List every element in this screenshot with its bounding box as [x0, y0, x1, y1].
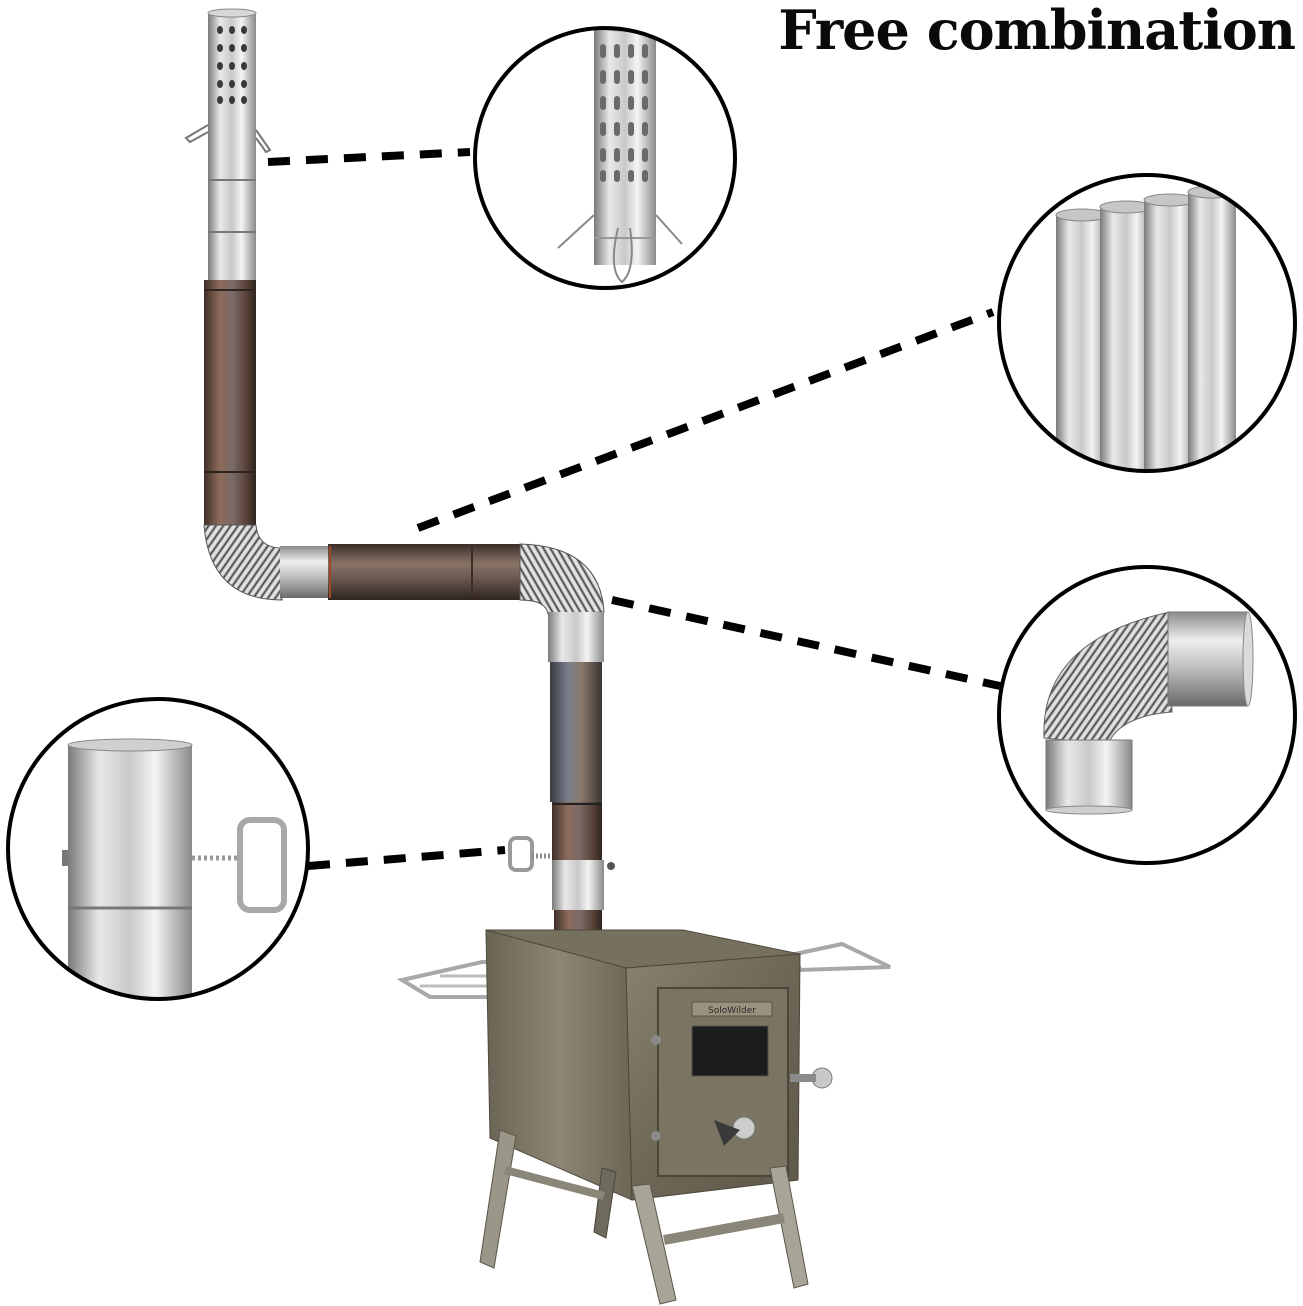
stove-window — [691, 1025, 769, 1077]
stove: SoloWilder — [396, 929, 891, 1305]
stove-door[interactable] — [657, 987, 789, 1177]
callout-circle-elbow[interactable] — [997, 565, 1297, 865]
damper-handle-detail-icon — [237, 817, 287, 913]
damper-pipe-icon — [62, 738, 287, 999]
stove-legs — [479, 1129, 809, 1305]
callout-circle-straight-pipes[interactable] — [997, 173, 1297, 477]
callout-circle-cap[interactable] — [473, 21, 737, 290]
elbow-pipe-icon — [1043, 611, 1254, 815]
spark-arrestor-cap-icon — [557, 28, 683, 284]
air-vent-knob[interactable] — [732, 1116, 756, 1140]
connector-sleeve — [280, 546, 330, 598]
free-combination-title: Free combination — [778, 0, 1296, 62]
callout-line-damper — [307, 846, 506, 870]
callout-circle-damper[interactable] — [6, 697, 310, 1020]
callout-line-elbow — [611, 596, 1001, 690]
horizontal-pipe — [328, 544, 524, 600]
vertical-pipe-lower — [550, 662, 602, 802]
elbow-upper — [203, 524, 283, 601]
straight-pipes-icon — [1055, 185, 1237, 471]
right-side-shelf — [792, 941, 891, 973]
brand-plate-text: SoloWilder — [708, 1006, 756, 1016]
chimney-cap — [184, 8, 272, 280]
lower-connector-sleeve — [548, 612, 604, 662]
vertical-pipe-upper — [204, 280, 256, 530]
elbow-lower — [519, 543, 605, 615]
brand-plate — [691, 1001, 773, 1017]
damper-handle-icon — [508, 836, 534, 872]
callout-lines — [267, 148, 1001, 870]
chimney-assembly — [184, 8, 615, 936]
callout-line-cap — [267, 148, 471, 166]
damper-section — [552, 860, 604, 910]
callout-line-pipes — [416, 308, 995, 532]
